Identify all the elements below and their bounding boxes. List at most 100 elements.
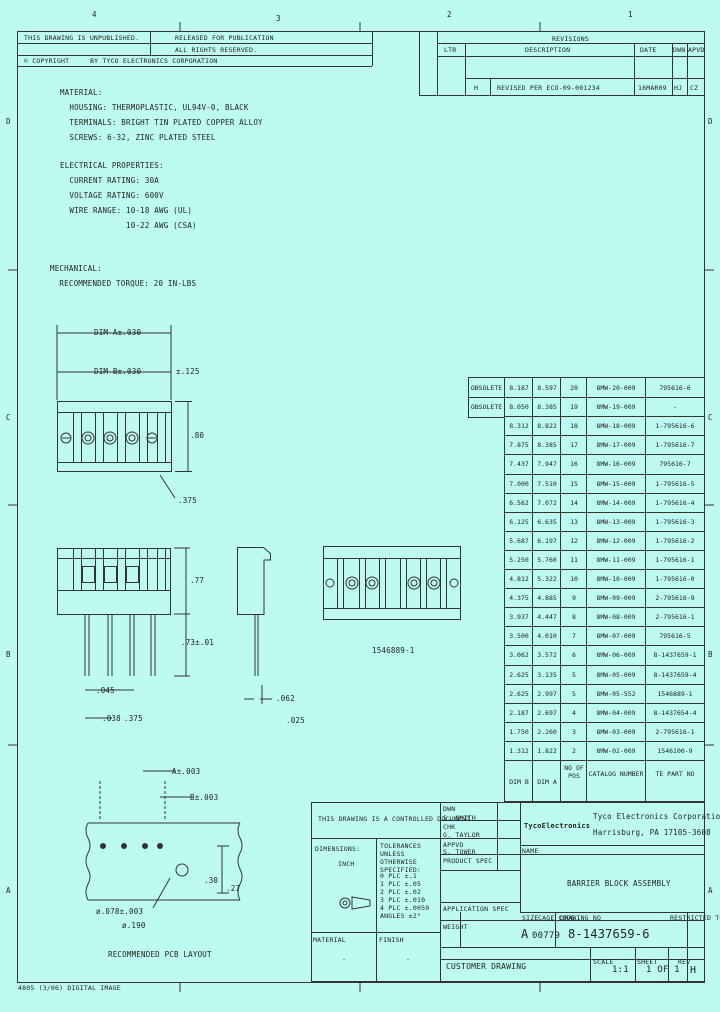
part-label-1546889: 1546889-1 [372,646,415,655]
table-cell-b: 8.187 [509,384,529,392]
table-cell-pn: 795616-6 [659,384,691,392]
table-cell-a: 8.385 [537,441,557,450]
table-row-divider [505,397,705,398]
dim-038: .038 [102,714,121,723]
dim-025: .025 [286,716,305,725]
table-cell-a: 2.260 [537,727,557,736]
table-cell-a: 3.135 [537,670,557,679]
table-row-divider [505,416,705,417]
table-cell-b: 8.050 [509,403,529,412]
table-cell-a: 4.885 [537,594,557,603]
rev-col-dwn: DWN [673,46,686,54]
table-row-divider [505,741,705,742]
header-rights: ALL RIGHTS RESERVED. [175,46,258,54]
pcb-190-dim: ø.190 [122,921,146,930]
drawing-title: BARRIER BLOCK ASSEMBLY [567,879,671,888]
table-row-divider [505,474,705,475]
table-row-divider [505,512,705,513]
zone-letter: B [708,650,713,659]
table-cell-pn: 1-795616-2 [655,536,695,545]
table-cell-a: 7.072 [537,498,557,507]
table-cell-cat: 8MW-11-009 [596,555,636,564]
rev-apvd: CZ [690,84,699,92]
zone-number: 1 [628,10,633,19]
table-cell-pos: 5 [572,670,576,679]
dim-045: .045 [96,686,115,695]
table-cell-a: 2.997 [537,689,557,698]
table-row-divider [505,760,705,761]
table-row-divider [505,435,705,436]
zone-letter: D [708,117,713,126]
table-cell-pn: 8-1437659-4 [653,670,697,679]
rev-dwn: HJ [674,84,683,92]
finish-label: FINISH [379,936,404,944]
pcb-dim-30: .30 [204,876,219,885]
table-cell-cat: 8MW-19-009 [596,403,636,412]
table-cell-pos: 19 [570,403,578,412]
table-cell-cat: 8MW-02-009 [596,746,636,755]
drawing-number: 8-1437659-6 [568,927,650,941]
dim-73: .73±.01 [181,638,215,647]
table-cell-cat: 8MW-10-009 [596,575,636,583]
appvd-label: APPVD [443,841,464,849]
dim-a-label: DIM A±.030 [94,328,142,337]
table-cell-a: 2.697 [537,708,557,717]
pcb-dim-b: B±.003 [190,793,219,802]
table-cell-cat: 8MW-12-009 [596,536,636,545]
product-spec: PRODUCT SPEC [443,857,493,865]
table-row-divider [505,703,705,704]
table-cell-b: 7.875 [509,441,529,450]
material-value: - [342,955,347,963]
table-cell-b: 1.312 [509,746,529,755]
table-cell-a: 4.010 [537,632,557,641]
header-unpublished: THIS DRAWING IS UNPUBLISHED. [24,34,140,42]
size-value: A [521,927,529,941]
rev-date: 16MAR09 [638,84,667,92]
table-cell-pos: 8 [572,613,576,622]
table-row-divider [505,684,705,685]
restricted-label: RESTRICTED TO [670,914,720,922]
table-cell-pos: 20 [570,384,578,392]
table-cell-b: 2.625 [509,670,529,679]
table-row-divider [505,665,705,666]
table-cell-cat: 8MW-08-009 [596,613,636,622]
table-cell-pos: 4 [572,708,576,717]
table-cell-pos: 6 [572,651,576,660]
rev-label: REV [678,958,691,966]
scale-label: SCALE [593,958,614,966]
size-label: SIZE [522,914,539,922]
table-cell-pn: 795616-7 [659,460,691,469]
footer-form-number: 4805 (3/06) DIGITAL IMAGE [18,984,121,992]
table-cell-pos: 5 [572,689,576,698]
table-cell-pos: 2 [572,746,576,755]
pcb-hole-dim: ø.078±.003 [96,907,144,916]
table-cell-b: 4.375 [509,594,529,603]
table-row-divider [505,531,705,532]
table-row-divider [505,645,705,646]
table-row-divider [505,607,705,608]
table-cell-pn: 2-795616-1 [655,727,695,736]
rev-value: H [690,965,697,976]
dimensions-unit: INCH [338,860,355,868]
rev-desc: REVISED PER ECO-09-001234 [497,84,600,92]
table-cell-b: 7.000 [509,479,529,488]
zone-letter: C [6,413,11,422]
dim-80: .80 [190,431,205,440]
table-cell-pn: 1-795616-4 [655,498,695,507]
table-cell-a: 8.597 [537,384,557,392]
table-cell-pn: 1-795616-1 [655,555,695,564]
chk-value: G. TAYLOR [443,831,481,839]
table-cell-pn: 1-795616-3 [655,517,695,526]
table-cell-cat: 8MW-04-009 [596,708,636,717]
zone-letter: C [708,413,713,422]
table-cell-pn: 2-795616-9 [655,594,695,603]
table-cell-cat: 8MW-17-009 [596,441,636,450]
table-cell-cat: 8MW-13-009 [596,517,636,526]
table-cell-pos: 9 [572,594,576,603]
table-row-divider [505,722,705,723]
table-cell-b: 6.125 [509,517,529,526]
table-cell-cat: 8MW-07-009 [596,632,636,641]
zone-letter: D [6,117,11,126]
table-cell-pos: 11 [570,555,578,564]
